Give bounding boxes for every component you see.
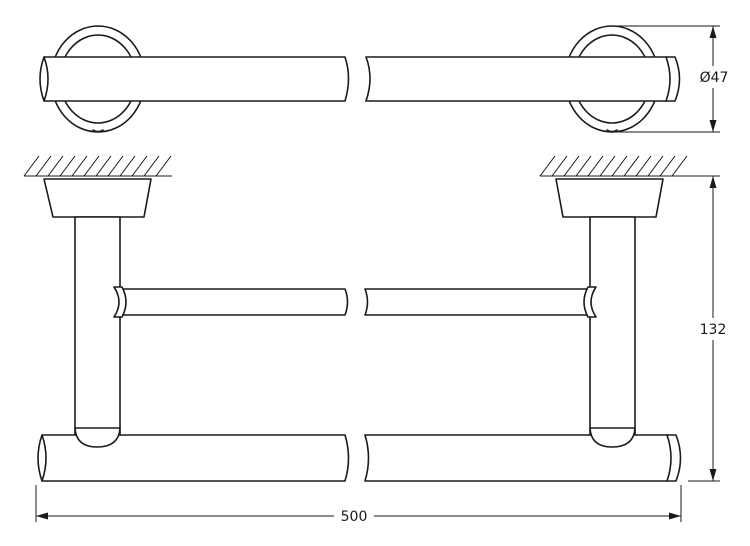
wall-hatch-left: [23, 155, 172, 177]
upper-rod-left: [119, 288, 349, 316]
upper-rod-right: [364, 288, 591, 316]
bar-front-left: [37, 434, 350, 482]
diameter-dimension: Ø47: [612, 25, 729, 133]
width-label: 500: [341, 509, 368, 525]
bar-top-left: [39, 56, 350, 102]
bar-top-right: [365, 56, 681, 102]
right-collar: [589, 427, 636, 448]
front-view: 132 500: [23, 155, 730, 526]
left-mount-flange: [43, 178, 152, 218]
diameter-label: Ø47: [700, 70, 729, 86]
top-view: Ø47: [39, 25, 729, 133]
height-label: 132: [700, 322, 727, 338]
right-post: [589, 216, 636, 436]
wall-hatch-right: [539, 155, 688, 177]
right-mount-flange: [555, 178, 664, 218]
bar-front-right: [364, 434, 682, 482]
height-dimension: 132: [688, 175, 730, 482]
width-dimension: 500: [35, 485, 682, 526]
left-collar: [74, 427, 121, 448]
left-post: [74, 216, 121, 436]
